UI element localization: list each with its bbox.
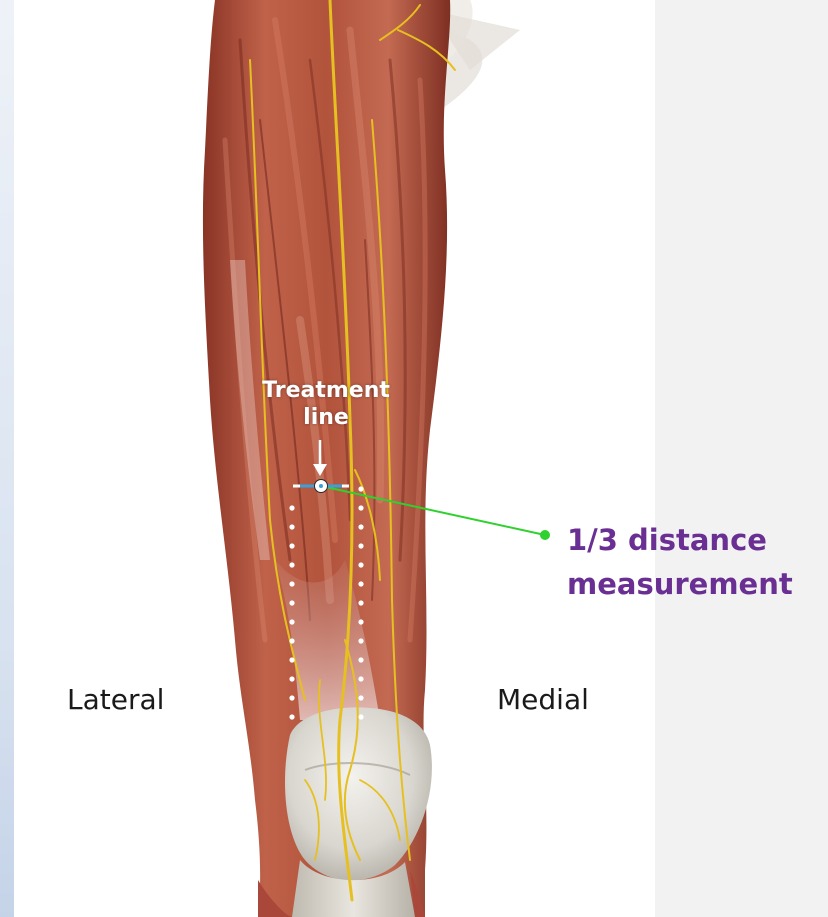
treatment-line-label: Treatment line [246,377,406,431]
distance-measurement-line1: 1/3 distance [567,518,793,562]
lateral-label: Lateral [67,683,164,716]
treatment-line-label-line1: Treatment [246,377,406,404]
distance-measurement-line2: measurement [567,562,793,606]
treatment-line-label-line2: line [246,404,406,431]
measurement-pointer-dot [540,530,550,540]
distance-measurement-label: 1/3 distance measurement [567,518,793,606]
medial-label: Medial [497,683,589,716]
